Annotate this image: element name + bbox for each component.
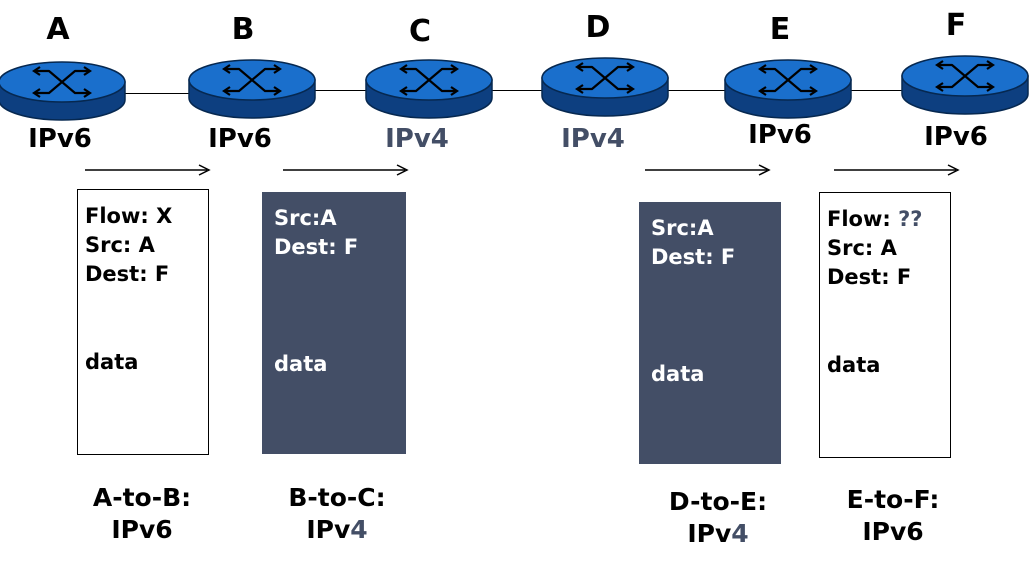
router-b-proto: IPv6 <box>208 124 272 154</box>
packet-dest-field: Dest: F <box>827 265 912 289</box>
link-b-c <box>310 90 380 91</box>
router-d-label: D <box>585 10 611 45</box>
arrow-e-to-f <box>834 164 964 176</box>
arrow-b-to-c <box>283 164 413 176</box>
router-e-proto: IPv6 <box>748 120 812 150</box>
packet-flow-field: Flow: X <box>85 204 173 228</box>
router-e-label: E <box>769 12 791 47</box>
router-b-label: B <box>231 12 255 47</box>
router-a-label: A <box>46 12 70 47</box>
packet-d-to-e: Src:A Dest: F data <box>639 202 781 464</box>
router-c-icon <box>364 58 494 122</box>
packet-data: data <box>827 353 881 377</box>
caption-d-to-e: D-to-E: IPv4 <box>668 487 768 548</box>
router-c-proto: IPv4 <box>385 124 449 154</box>
packet-e-to-f: Flow: ?? Src: A Dest: F data <box>819 192 951 458</box>
packet-src-field: Src: A <box>85 233 155 257</box>
router-e-icon <box>723 58 853 122</box>
caption-e-to-f: E-to-F: IPv6 <box>846 485 940 546</box>
router-a-proto: IPv6 <box>28 124 92 154</box>
packet-dest-field: Dest: F <box>85 262 170 286</box>
router-f-proto: IPv6 <box>924 122 988 152</box>
arrow-a-to-b <box>85 164 215 176</box>
packet-b-to-c: Src:A Dest: F data <box>262 192 406 454</box>
router-b-icon <box>187 58 317 122</box>
router-c-label: C <box>408 14 432 49</box>
packet-flow-unknown: ?? <box>898 207 923 231</box>
router-f-label: F <box>945 8 967 43</box>
packet-dest-field: Dest: F <box>274 235 359 259</box>
caption-b-to-c: B-to-C: IPv4 <box>288 483 386 544</box>
packet-src-field: Src: A <box>827 236 897 260</box>
router-d-icon <box>540 56 670 120</box>
packet-a-to-b: Flow: X Src: A Dest: F data <box>77 189 209 455</box>
link-a-b <box>120 93 200 94</box>
packet-dest-field: Dest: F <box>651 245 736 269</box>
packet-data: data <box>651 362 705 386</box>
packet-src-field: Src:A <box>651 216 714 240</box>
arrow-d-to-e <box>645 164 775 176</box>
link-e-f <box>850 90 910 91</box>
router-f-icon <box>900 54 1030 118</box>
link-c-d <box>490 90 560 91</box>
caption-a-to-b: A-to-B: IPv6 <box>92 483 192 544</box>
packet-flow-field: Flow: ?? <box>827 207 923 231</box>
router-d-proto: IPv4 <box>561 124 625 154</box>
link-d-e <box>665 90 735 91</box>
packet-data: data <box>274 352 328 376</box>
packet-src-field: Src:A <box>274 206 337 230</box>
packet-data: data <box>85 350 139 374</box>
router-a-icon <box>0 60 127 124</box>
